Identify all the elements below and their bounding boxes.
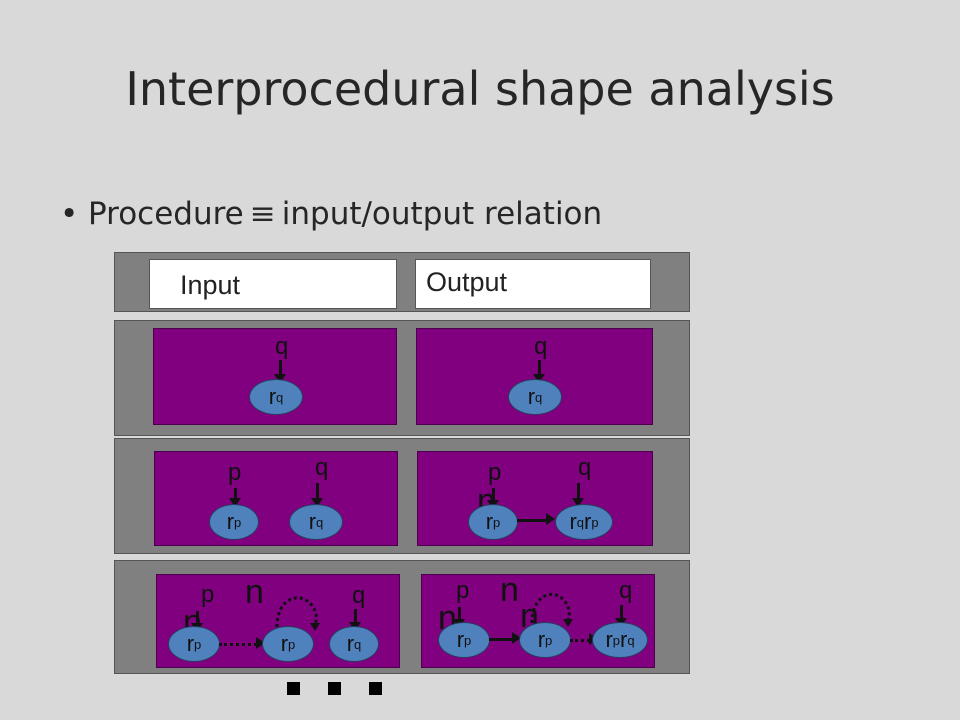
pointer-p [229, 488, 241, 507]
node-letter: r [527, 384, 536, 409]
var-p-label: p [201, 581, 215, 608]
ellipsis-dot [328, 682, 341, 695]
pointer-q [615, 605, 627, 627]
node-sub: p [591, 514, 599, 530]
input-header: Input [149, 259, 397, 309]
var-q-label: q [275, 333, 289, 360]
var-q-label: q [534, 333, 548, 360]
node-sub: q [576, 514, 584, 530]
ellipsis-dot [287, 682, 300, 695]
node-letter: r [569, 509, 577, 534]
node-sub: p [493, 514, 501, 530]
var-q-label: q [315, 454, 329, 481]
bullet-marker: • [60, 196, 79, 232]
node-letter: r [346, 631, 355, 656]
var-p-label: p [228, 459, 242, 486]
node-letter: r [308, 509, 317, 534]
node-sub: p [612, 632, 620, 648]
node-letter: r [226, 509, 235, 534]
bullet-item: •Procedure≡input/output relation [60, 196, 602, 232]
slide-title: Interprocedural shape analysis [125, 62, 835, 116]
node-letter: r [186, 631, 195, 656]
node-sub: p [288, 636, 296, 652]
ellipsis-dot [369, 682, 382, 695]
node-sub: q [276, 389, 284, 405]
node-sub: q [354, 636, 362, 652]
output-header: Output [415, 259, 651, 309]
self-loop-edge [530, 592, 573, 627]
pointer-q [533, 360, 545, 383]
var-p-label: p [456, 577, 470, 604]
var-p-label: p [488, 459, 502, 486]
node-sub: q [627, 632, 635, 648]
pointer-q [349, 609, 361, 631]
node-sub: q [535, 389, 543, 405]
node-letter: r [268, 384, 277, 409]
node-sub: p [464, 632, 472, 648]
node-letter: r [537, 627, 546, 652]
pointer-p [453, 607, 465, 628]
edge-n [517, 513, 555, 525]
node-letter: r [456, 627, 465, 652]
equiv-symbol: ≡ [249, 196, 276, 232]
node-sub: p [234, 514, 242, 530]
node-letter: r [620, 627, 628, 652]
node-sub: q [316, 514, 324, 530]
node-sub: p [545, 632, 553, 648]
node-letter: r [485, 509, 494, 534]
edge-n [489, 632, 521, 644]
edge-n-label: n [500, 571, 519, 609]
node-sub: p [194, 636, 202, 652]
edge-n-star [219, 637, 265, 649]
pointer-q [274, 360, 286, 383]
output-header-label: Output [426, 267, 508, 297]
bullet-prefix: Procedure [88, 196, 244, 232]
self-loop-edge [275, 596, 320, 631]
bullet-suffix: input/output relation [281, 196, 603, 232]
node-letter: r [584, 509, 592, 534]
node-letter: r [605, 627, 613, 652]
var-q-label: q [578, 454, 592, 481]
edge-n-label: n [245, 573, 264, 611]
pointer-q [572, 483, 584, 507]
node-letter: r [280, 631, 289, 656]
pointer-q [311, 483, 323, 507]
edge-n-star [570, 633, 598, 645]
var-q-label: q [352, 582, 366, 609]
var-q-label: q [619, 577, 633, 604]
input-header-label: Input [180, 270, 241, 300]
